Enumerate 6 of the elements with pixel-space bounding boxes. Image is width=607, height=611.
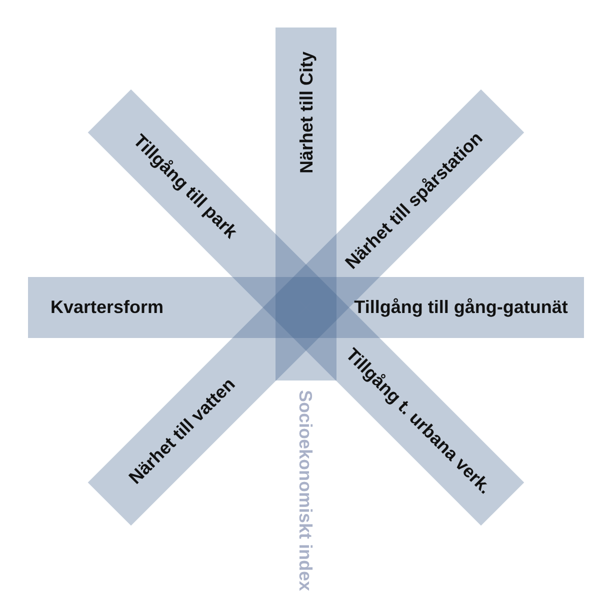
spoke-label: Närhet till City (297, 50, 315, 174)
spoke-band (28, 276, 306, 338)
spoke-label: Kvartersform (50, 298, 164, 316)
spoke-label: Tillgång till gång-gatunät (354, 298, 568, 316)
spoke-label: Socioekonomiskt index (297, 389, 315, 591)
spoke-band (306, 276, 584, 338)
